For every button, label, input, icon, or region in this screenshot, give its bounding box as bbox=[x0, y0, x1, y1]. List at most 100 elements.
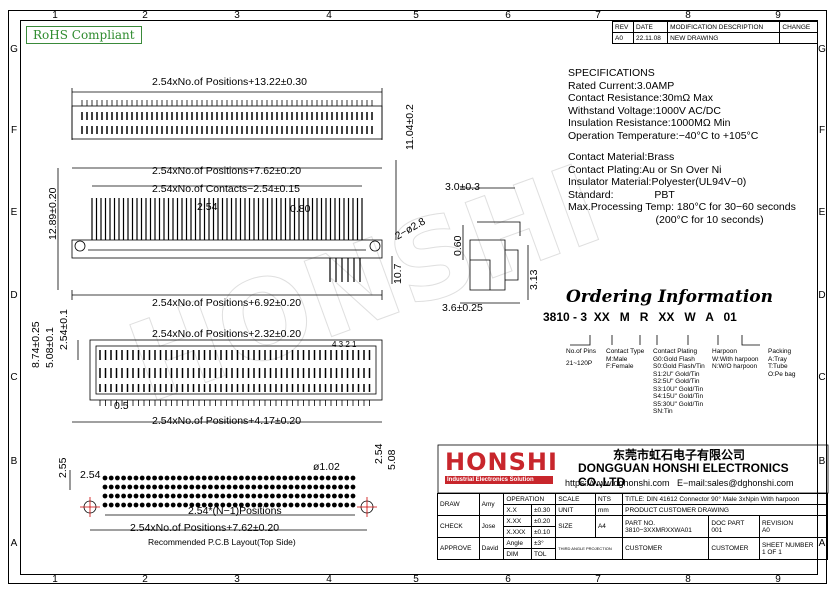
pcb-hole bbox=[189, 484, 195, 490]
spec-line: Rated Current:3.0AMP bbox=[568, 79, 675, 92]
pcb-dim-n-minus-1: 2.54*(N−1)Positions bbox=[188, 505, 282, 517]
pcb-hole bbox=[195, 475, 201, 481]
column-number: 2 bbox=[142, 574, 148, 585]
approve-label: APPROVE bbox=[437, 537, 480, 560]
pcb-hole bbox=[164, 502, 170, 508]
pcb-hole bbox=[331, 502, 337, 508]
pcb-hole bbox=[133, 493, 139, 499]
column-number: 7 bbox=[595, 10, 601, 21]
tol-angle-val: ±3° bbox=[530, 537, 557, 549]
row-letter: E bbox=[818, 207, 826, 218]
pcb-hole bbox=[176, 493, 182, 499]
pcb-hole bbox=[127, 484, 133, 490]
pcb-hole bbox=[269, 475, 275, 481]
pcb-hole bbox=[232, 502, 238, 508]
spec-line: Contact Plating:Au or Sn Over Ni bbox=[568, 163, 722, 176]
pcb-hole bbox=[195, 484, 201, 490]
row-letter: A bbox=[10, 538, 18, 549]
pcb-hole bbox=[325, 484, 331, 490]
drawing-frame bbox=[8, 10, 827, 584]
pcb-hole bbox=[170, 493, 176, 499]
dim-length-1: 2.54xNo.of Positions+7.62±0.20 bbox=[152, 165, 302, 177]
pcb-hole bbox=[257, 475, 263, 481]
logo-tagline: Industrial Electronics Solution bbox=[445, 476, 553, 484]
pcb-hole bbox=[127, 475, 133, 481]
dim-side-3-0: 3.0±0.3 bbox=[445, 181, 480, 193]
pcd-label: PRODUCT CUSTOMER DRAWING bbox=[622, 504, 828, 516]
unit-label: UNIT bbox=[555, 504, 596, 516]
pcb-hole bbox=[238, 475, 244, 481]
pcb-hole bbox=[307, 475, 313, 481]
pcb-hole bbox=[282, 493, 288, 499]
spec-title: SPECIFICATIONS bbox=[568, 67, 655, 79]
pcb-hole bbox=[331, 484, 337, 490]
partno-value: 3810−3XXMRXXWA01 bbox=[625, 526, 692, 534]
pcb-hole bbox=[313, 475, 319, 481]
pcb-hole bbox=[158, 502, 164, 508]
pcb-hole bbox=[158, 484, 164, 490]
plating-option: S2:5U" Gold/Tin bbox=[653, 378, 700, 385]
rohs-badge: RoHS Compliant bbox=[26, 26, 142, 44]
ctype-opt: F:Female bbox=[606, 363, 634, 370]
specifications: SPECIFICATIONS Rated Current:3.0AMP Cont… bbox=[568, 67, 758, 142]
packing-opt: O:Pe bag bbox=[768, 370, 796, 378]
pcb-hole bbox=[145, 484, 151, 490]
title-value: DIN 41612 Connector 90° Male 3xNpin With… bbox=[646, 495, 800, 503]
dim-label: DIM bbox=[503, 548, 532, 560]
pcb-hole bbox=[201, 502, 207, 508]
pcb-hole bbox=[214, 484, 220, 490]
row-letter: E bbox=[10, 207, 18, 218]
pcb-hole bbox=[108, 502, 114, 508]
size-value: A4 bbox=[594, 515, 624, 538]
pcb-hole bbox=[214, 493, 220, 499]
pcb-hole bbox=[238, 502, 244, 508]
dim-length-4: 2.54xNo.of Positions+2.32±0.20 bbox=[152, 328, 302, 340]
packing-opt: T:Tube bbox=[768, 363, 788, 370]
row-numbers: 4 3 2 1 bbox=[332, 340, 357, 349]
tol-x: X.X bbox=[503, 504, 532, 516]
pcb-hole bbox=[201, 484, 207, 490]
tol-label: TOL bbox=[530, 548, 557, 560]
packing-opt: A:Tray bbox=[768, 355, 787, 363]
pcb-hole bbox=[220, 493, 226, 499]
pcb-hole bbox=[214, 475, 220, 481]
pcb-hole bbox=[319, 475, 325, 481]
dim-0-5: 0.5 bbox=[114, 400, 129, 412]
ordering-harpoon: Harpoon W:With harpoon N:W/O harpoon bbox=[712, 348, 758, 371]
pcb-hole bbox=[319, 502, 325, 508]
size-label: SIZE bbox=[555, 515, 596, 538]
column-number: 6 bbox=[505, 10, 511, 21]
pcb-hole bbox=[226, 493, 232, 499]
company-logo: HONSHI Industrial Electronics Solution bbox=[445, 448, 557, 484]
pcb-hole bbox=[115, 475, 120, 481]
spec-line: (200°C for 10 seconds) bbox=[568, 213, 764, 226]
operation-label: OPERATION bbox=[503, 493, 557, 505]
column-number: 8 bbox=[685, 574, 691, 585]
spec-line: Contact Material:Brass bbox=[568, 151, 675, 163]
pcb-hole bbox=[288, 475, 294, 481]
pcb-hole bbox=[251, 475, 257, 481]
pcb-hole bbox=[127, 493, 133, 499]
column-number: 8 bbox=[685, 10, 691, 21]
pcb-hole bbox=[183, 484, 189, 490]
pcb-hole bbox=[232, 484, 238, 490]
pcb-hole bbox=[245, 475, 251, 481]
plating-option: S1:2U" Gold/Tin bbox=[653, 370, 700, 378]
pcb-hole bbox=[350, 493, 356, 499]
pcb-hole bbox=[226, 484, 232, 490]
row-letter: F bbox=[10, 125, 18, 136]
pcb-hole bbox=[183, 493, 189, 499]
pcb-hole bbox=[300, 502, 306, 508]
dim-side-0-60: 0.60 bbox=[452, 235, 464, 256]
desc-value: NEW DRAWING bbox=[667, 32, 781, 44]
harpoon-label: Harpoon bbox=[712, 348, 737, 355]
docpart-value: 001 bbox=[711, 526, 723, 534]
pcb-hole bbox=[189, 475, 195, 481]
column-number: 4 bbox=[326, 574, 332, 585]
company-email: E−mail:sales@dghonshi.com bbox=[677, 478, 794, 488]
scale-label: SCALE bbox=[555, 493, 596, 505]
pcb-hole bbox=[251, 502, 257, 508]
dim-length-2: 2.54xNo.of Contacts−2.54±0.15 bbox=[152, 183, 300, 195]
ordering-contact-type: Contact Type M:Male F:Female bbox=[606, 348, 644, 371]
pcb-hole bbox=[232, 493, 238, 499]
